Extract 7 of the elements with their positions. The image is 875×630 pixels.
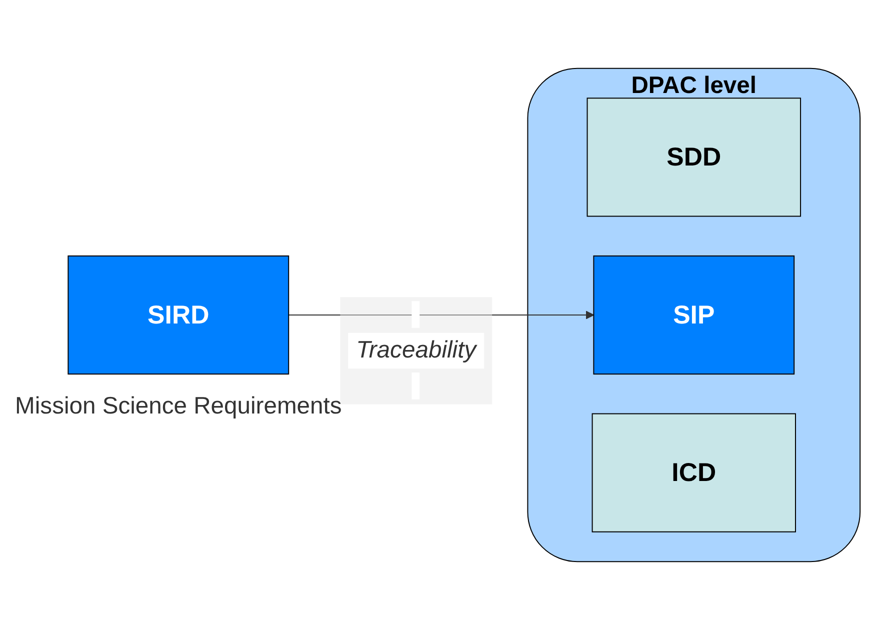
node-box: SIRD xyxy=(68,255,290,375)
edge-label: Traceability xyxy=(356,336,476,364)
node-box: SIP xyxy=(593,255,795,375)
node-box: ICD xyxy=(592,413,796,532)
arrow xyxy=(288,310,594,320)
node-box: SDD xyxy=(586,98,802,217)
node-caption: Mission Science Requirements xyxy=(15,392,342,420)
